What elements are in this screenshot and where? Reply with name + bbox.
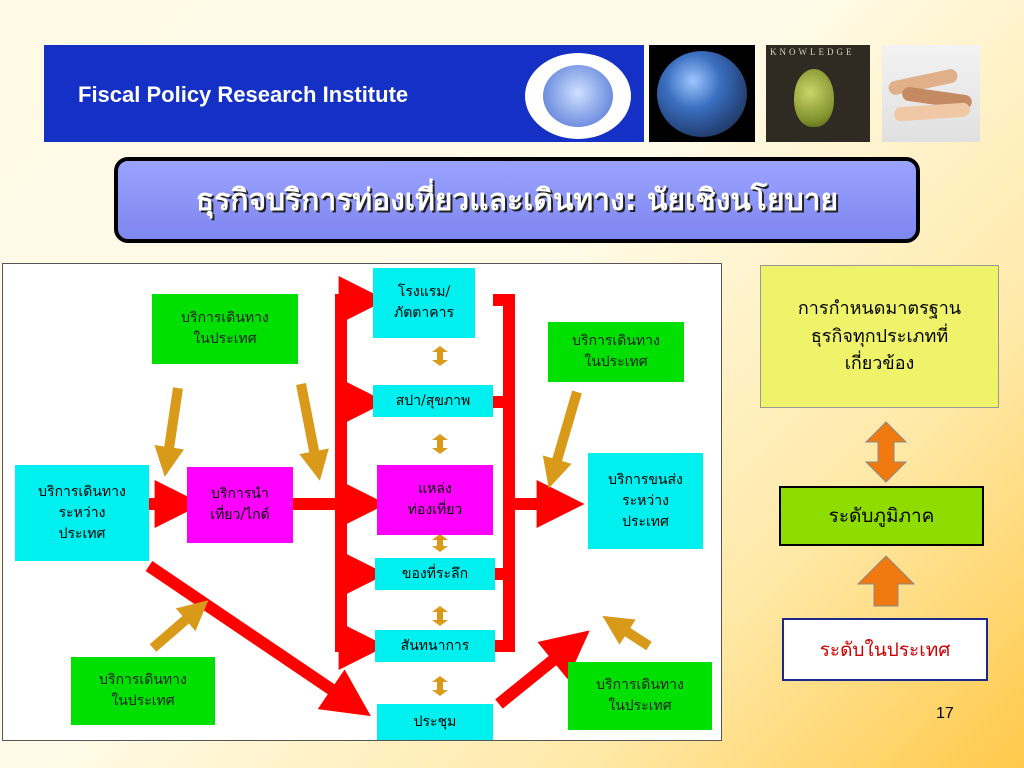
input-arrow-domestic-1 [154, 387, 185, 477]
knowledge-caption: KNOWLEDGE [770, 47, 855, 57]
globe-icon [657, 51, 747, 137]
input-arrow-domestic-3 [542, 390, 582, 489]
standards-box: การกำหนดมาตรฐาน ธุรกิจทุกประเภทที่ เกี่ย… [760, 265, 999, 408]
spa-box: สปา/สุขภาพ [373, 385, 493, 417]
hotel-box: โรงแรม/ ภัตตาคาร [373, 268, 475, 338]
domestic-travel-box-1: บริการเดินทาง ในประเทศ [152, 294, 298, 364]
regional-level-box: ระดับภูมิภาค [779, 486, 984, 546]
tourism-flow-diagram: บริการเดินทาง ในประเทศ บริการเดินทาง ระห… [2, 263, 722, 741]
double-arrows [432, 346, 448, 696]
domestic-travel-box-3: บริการเดินทาง ในประเทศ [71, 657, 215, 725]
input-arrow-domestic-5 [602, 615, 652, 651]
souvenir-box: ของที่ระลึก [375, 558, 495, 590]
domestic-travel-box-2: บริการเดินทาง ในประเทศ [548, 322, 684, 382]
domestic-travel-box-4: บริการเดินทาง ในประเทศ [568, 662, 712, 730]
hand-icon [893, 102, 971, 122]
institute-seal-logo [522, 50, 634, 142]
domestic-level-box: ระดับในประเทศ [782, 618, 988, 681]
input-arrow-domestic-4 [149, 600, 209, 652]
up-arrow-icon [856, 555, 916, 607]
slide-title-box: ธุรกิจบริการท่องเที่ยวและเดินทาง: นัยเชิ… [114, 157, 920, 243]
recreation-box: สันทนาการ [375, 630, 495, 662]
attraction-box: แหล่ง ท่องเที่ยว [377, 465, 493, 535]
intl-transport-box: บริการขนส่ง ระหว่าง ประเทศ [588, 453, 703, 549]
page-number: 17 [936, 705, 954, 722]
flow-arrows [145, 276, 652, 717]
knowledge-photo: KNOWLEDGE [766, 45, 870, 142]
input-arrow-domestic-2 [296, 383, 329, 481]
international-travel-box: บริการเดินทาง ระหว่าง ประเทศ [15, 465, 149, 561]
institute-title: Fiscal Policy Research Institute [78, 82, 409, 107]
slide-title: ธุรกิจบริการท่องเที่ยวและเดินทาง: นัยเชิ… [195, 182, 839, 218]
teamwork-hands-photo [882, 45, 980, 142]
earth-photo [649, 45, 755, 142]
pear-icon [794, 69, 834, 127]
tour-guide-box: บริการนำ เที่ยว/ไกด์ [187, 467, 293, 543]
meeting-box: ประชุม [377, 704, 493, 740]
arrow-intl-to-meeting [145, 561, 371, 717]
double-arrow-icon [864, 421, 908, 483]
arrow-meeting-to-transport [495, 630, 590, 709]
eagle-emblem-icon [543, 65, 613, 127]
